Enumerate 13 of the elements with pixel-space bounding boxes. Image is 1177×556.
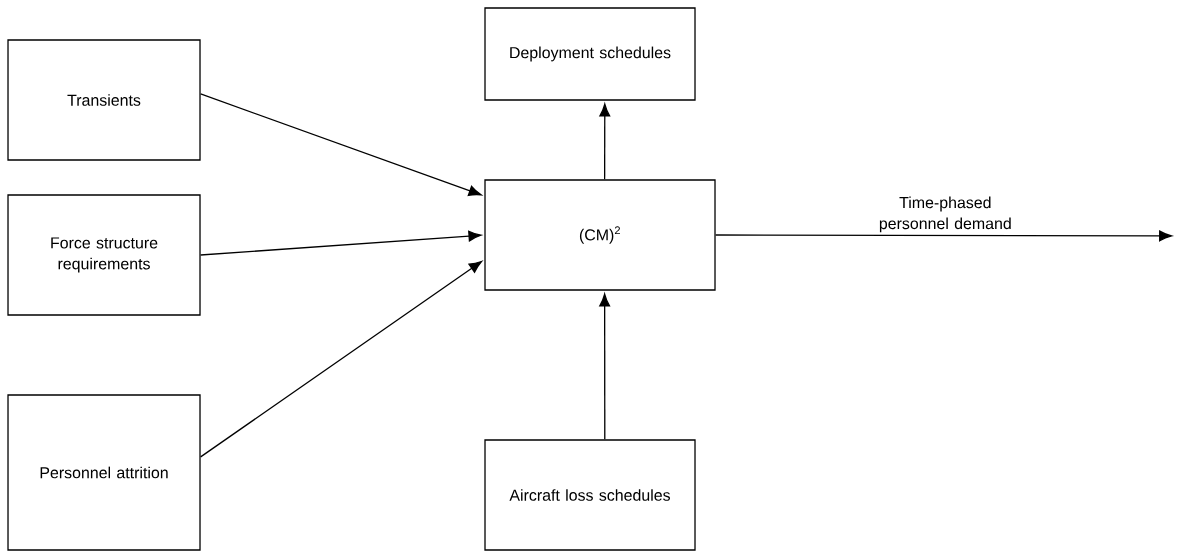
process-box: Force structure requirements <box>7 194 201 316</box>
process-box: Transients <box>7 39 201 161</box>
arrow <box>200 230 482 256</box>
process-box: Deployment schedules <box>484 7 696 101</box>
arrow <box>200 260 483 458</box>
process-box: Personnel attrition <box>7 394 201 551</box>
process-box: Aircraft loss schedules <box>484 439 696 551</box>
arrow <box>599 103 611 180</box>
arrow <box>599 293 611 440</box>
arrow <box>715 230 1173 242</box>
edge-label: Time-phased personnel demand <box>879 196 1011 233</box>
process-box: (CM)$^{2}$ <box>484 179 716 291</box>
arrow <box>200 93 482 197</box>
